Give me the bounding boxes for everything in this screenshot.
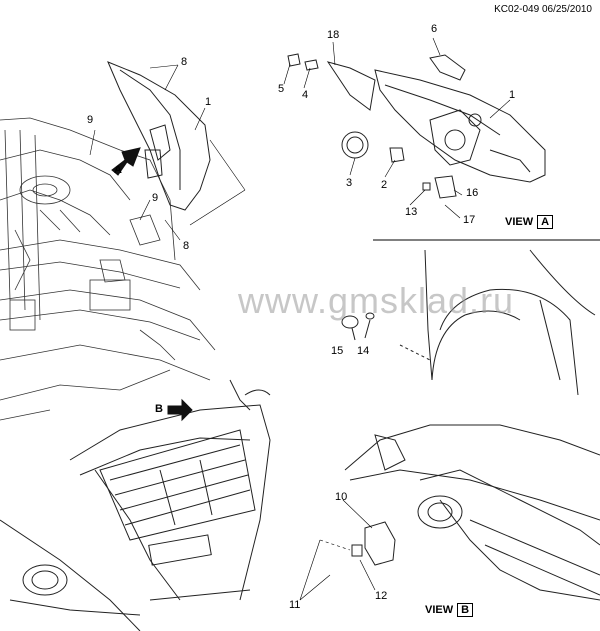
callout-18: 18 bbox=[327, 29, 340, 41]
callout-9-mid: 9 bbox=[152, 192, 159, 204]
callout-8-mid: 8 bbox=[183, 240, 190, 252]
view-a-letter: A bbox=[537, 215, 554, 229]
fog-lamp-drawing bbox=[344, 424, 600, 601]
watermark-text: www.gmsklad.ru bbox=[238, 280, 515, 321]
headlamp-left bbox=[107, 61, 211, 211]
front-fascia-drawing bbox=[0, 379, 271, 631]
callout-12: 12 bbox=[375, 590, 388, 602]
callout-10: 10 bbox=[335, 491, 348, 503]
callout-17: 17 bbox=[463, 214, 476, 226]
view-b-letter: B bbox=[457, 603, 474, 617]
callout-1-left: 1 bbox=[205, 96, 212, 108]
engine-bay-drawing bbox=[0, 117, 216, 421]
leader-lines-left bbox=[89, 64, 246, 241]
leader-lines-right bbox=[283, 37, 511, 219]
document-code: KC02-049 06/25/2010 bbox=[494, 4, 592, 15]
view-b-prefix: VIEW bbox=[425, 604, 454, 616]
view-a-arrow bbox=[111, 147, 141, 176]
callout-8-top: 8 bbox=[181, 56, 188, 68]
callout-9-top: 9 bbox=[87, 114, 94, 126]
callout-14: 14 bbox=[357, 345, 370, 357]
arrow-a-label: A bbox=[114, 164, 122, 176]
callout-4: 4 bbox=[302, 89, 309, 101]
callout-2: 2 bbox=[381, 179, 388, 191]
arrow-b-label: B bbox=[155, 403, 163, 415]
view-b-arrow bbox=[167, 398, 193, 422]
callout-1-right: 1 bbox=[509, 89, 516, 101]
fender-drawing bbox=[341, 249, 596, 396]
callout-5: 5 bbox=[278, 83, 285, 95]
callout-15: 15 bbox=[331, 345, 344, 357]
callout-13: 13 bbox=[405, 206, 418, 218]
callout-16: 16 bbox=[466, 187, 479, 199]
callout-3: 3 bbox=[346, 177, 353, 189]
callout-11: 11 bbox=[289, 599, 301, 611]
headlamp-exploded bbox=[287, 53, 546, 199]
view-a-prefix: VIEW bbox=[505, 216, 534, 228]
leader-lines-bottom bbox=[299, 499, 376, 601]
callout-6: 6 bbox=[431, 23, 438, 35]
